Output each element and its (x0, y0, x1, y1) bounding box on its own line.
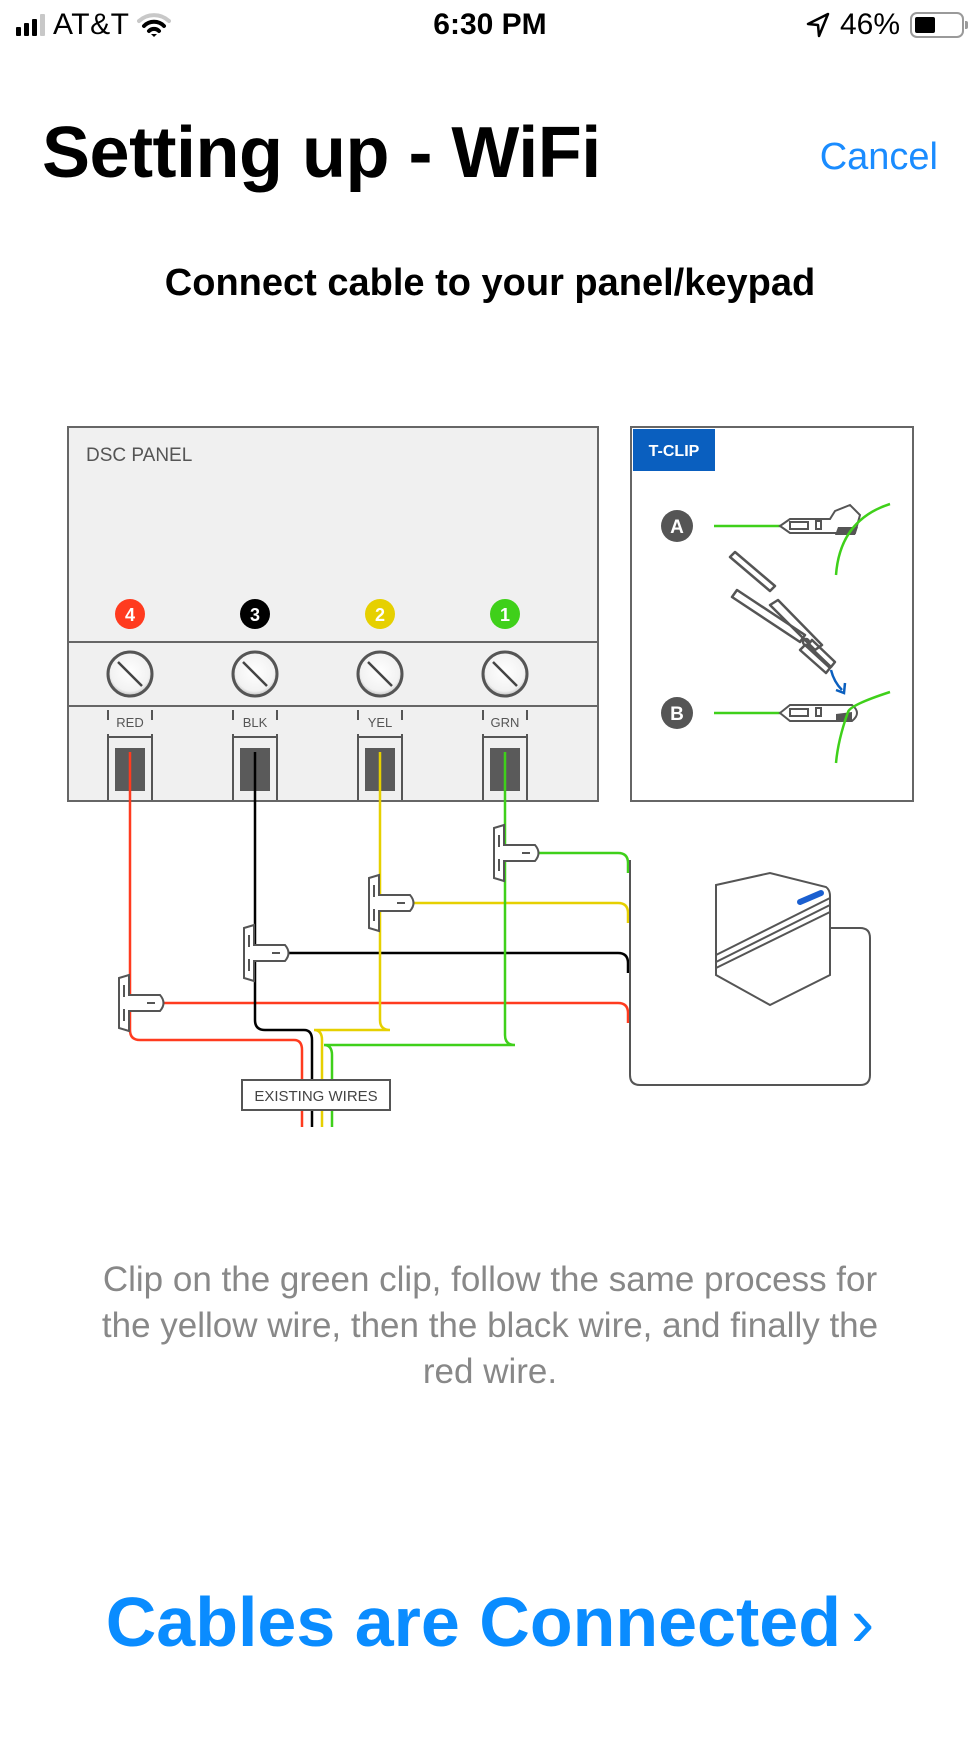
location-arrow-icon (806, 12, 830, 38)
tclip-connector (243, 923, 290, 983)
page-title: Setting up - WiFi (42, 113, 601, 193)
terminal-number-badge (365, 599, 395, 629)
terminal-label: GRN (491, 715, 520, 730)
terminal-number-badge (115, 599, 145, 629)
cables-connected-button[interactable]: Cables are Connected› (0, 1582, 980, 1662)
terminal-number-badge (490, 599, 520, 629)
terminal-label: BLK (243, 715, 268, 730)
tclip-connector (493, 823, 540, 883)
status-right: 46% (806, 8, 968, 42)
cancel-button[interactable]: Cancel (819, 136, 938, 178)
tclip-title: T-CLIP (649, 443, 700, 460)
status-bar: AT&T 6:30 PM 46% (0, 0, 980, 56)
battery-level (915, 17, 936, 33)
terminal-number-badge (240, 599, 270, 629)
svg-text:EXISTING WIRES: EXISTING WIRES (254, 1088, 377, 1105)
wire-blk (243, 752, 630, 1127)
step-a-label: A (670, 517, 684, 538)
tclip-step-b: B (661, 690, 891, 764)
step-subtitle: Connect cable to your panel/keypad (164, 262, 816, 304)
wire-yel (313, 752, 630, 1127)
wifi-module-device (629, 860, 871, 1086)
chevron-right-icon: › (850, 1583, 875, 1661)
terminal-number: 3 (250, 605, 260, 625)
wifi-icon (137, 13, 172, 37)
step-b-label: B (670, 704, 684, 725)
device-led (797, 890, 824, 905)
arrow-icon (829, 669, 843, 691)
terminal-number: 2 (375, 605, 385, 625)
terminal-number: 4 (125, 605, 135, 625)
wire-grn (323, 752, 630, 1127)
terminal-label: YEL (368, 715, 393, 730)
terminal-label: RED (116, 715, 143, 730)
tclip-connector (118, 973, 165, 1033)
battery-percent: 46% (839, 8, 900, 41)
carrier-name: AT&T (53, 8, 130, 41)
existing-wires-label: EXISTING WIRES (241, 1079, 391, 1111)
tclip-step-a: A (661, 502, 891, 576)
tclip-header (633, 429, 715, 471)
signal-icon (16, 14, 45, 36)
tclip-panel: T-CLIP A B (630, 426, 914, 802)
tclip-connector (368, 873, 415, 933)
panel-label: DSC PANEL (86, 445, 192, 466)
pliers-icon (728, 550, 837, 675)
wire-red (118, 752, 630, 1127)
battery-icon (910, 12, 968, 38)
clock: 6:30 PM (433, 8, 547, 41)
terminal-number: 1 (500, 605, 510, 625)
wire-group (118, 752, 630, 1127)
cables-connected-label: Cables are Connected (105, 1583, 841, 1661)
status-left: AT&T (16, 8, 172, 42)
instruction-text: Clip on the green clip, follow the same … (101, 1260, 879, 1391)
